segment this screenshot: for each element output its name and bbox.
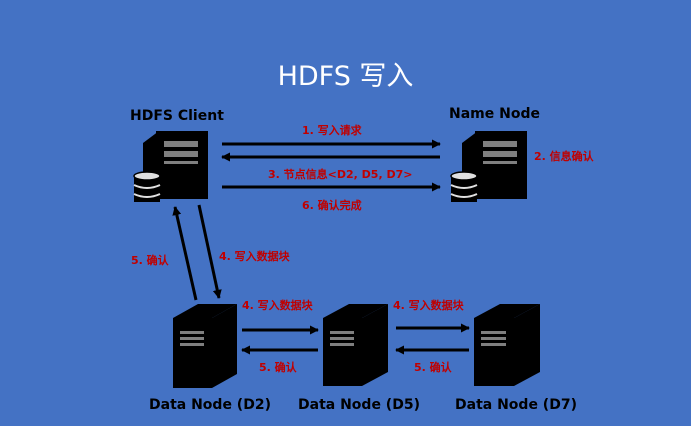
- namenode-label: Name Node: [449, 106, 540, 122]
- step-client-write-block: 4. 写入数据块: [219, 250, 290, 263]
- datanode-d2-label: Data Node (D2): [149, 397, 271, 413]
- step-d2-confirm: 5. 确认: [259, 361, 297, 374]
- step-node-info: 3. 节点信息<D2, D5, D7>: [268, 168, 413, 181]
- arrow-client-write: [197, 204, 222, 299]
- step-confirm-complete: 6. 确认完成: [302, 199, 362, 212]
- client-label: HDFS Client: [130, 108, 224, 124]
- datanode-d5-label: Data Node (D5): [298, 397, 420, 413]
- datanode-d5-server-icon: [323, 304, 388, 386]
- step-write-request: 1. 写入请求: [302, 124, 362, 137]
- step-d5-write-block: 4. 写入数据块: [393, 299, 464, 312]
- datanode-d2-server-icon: [173, 304, 237, 388]
- client-database-icon: [133, 171, 161, 202]
- step-d5-confirm: 5. 确认: [414, 361, 452, 374]
- step-info-confirm: 2. 信息确认: [534, 150, 594, 163]
- datanode-d7-server-icon: [474, 304, 540, 386]
- datanode-d7-label: Data Node (D7): [455, 397, 577, 413]
- step-client-confirm: 5. 确认: [131, 254, 169, 267]
- namenode-database-icon: [450, 171, 478, 202]
- diagram-title: HDFS 写入: [277, 61, 414, 92]
- step-d2-write-block: 4. 写入数据块: [242, 299, 313, 312]
- arrow-client-confirm: [172, 206, 198, 301]
